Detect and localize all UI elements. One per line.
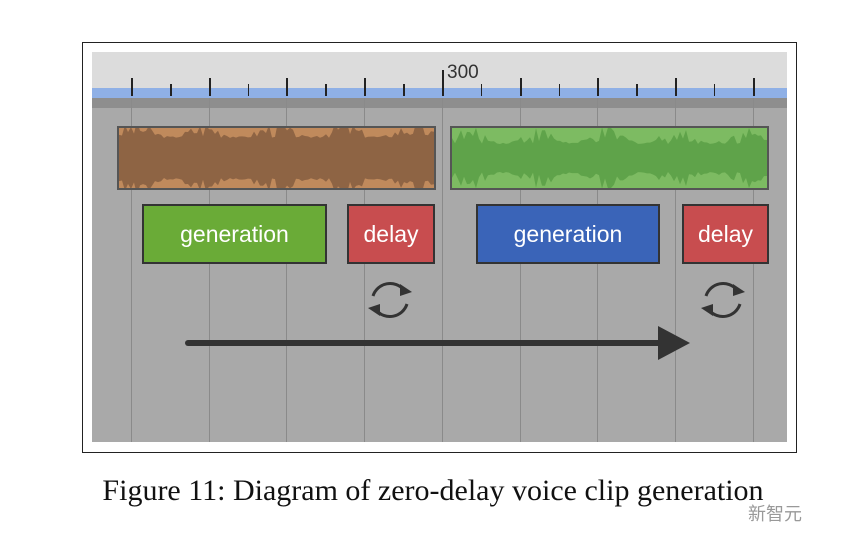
- waveform: [119, 128, 434, 188]
- next-clip[interactable]: [450, 126, 769, 190]
- grid-line: [286, 98, 288, 442]
- ruler-minor-tick: [325, 84, 327, 96]
- ruler-tick: [131, 78, 133, 96]
- ruler-minor-tick: [247, 84, 250, 96]
- generation-box-1: generation: [142, 204, 327, 264]
- ruler-tick: [597, 78, 600, 96]
- waveform: [452, 128, 767, 188]
- delay-box-1: delay: [347, 204, 435, 264]
- ruler-minor-tick: [170, 84, 172, 96]
- timeline-ruler: [92, 52, 787, 88]
- ruler-label: 300: [447, 62, 479, 83]
- grid-line: [597, 98, 599, 442]
- ruler-minor-tick: [713, 84, 716, 96]
- grid-line: [674, 98, 676, 442]
- ruler-tick: [286, 78, 289, 96]
- generation-box-2: generation: [476, 204, 660, 264]
- ruler-band: [92, 88, 787, 98]
- refresh-icon: [368, 282, 412, 318]
- ruler-tick: [208, 78, 211, 96]
- grid-line: [519, 98, 521, 442]
- ruler-minor-tick: [636, 84, 638, 96]
- grid-line: [752, 98, 754, 442]
- figure-caption: Figure 11: Diagram of zero-delay voice c…: [102, 474, 764, 507]
- timeline-panel: 300 generation delay generation delay: [92, 52, 787, 442]
- grid-line: [131, 98, 132, 442]
- previous-clip[interactable]: [117, 126, 436, 190]
- ruler-tick: [674, 78, 677, 96]
- watermark: 新智元: [748, 504, 802, 524]
- ruler-minor-tick: [480, 84, 483, 96]
- time-arrow: [185, 326, 690, 360]
- delay-box-2: delay: [682, 204, 769, 264]
- ruler-minor-tick: [558, 84, 560, 96]
- ruler-tick: [441, 70, 444, 96]
- ruler-minor-tick: [403, 84, 405, 96]
- ruler-tick: [364, 78, 367, 96]
- track-header-strip: [92, 98, 787, 108]
- refresh-icon: [701, 282, 745, 318]
- grid-line: [364, 98, 366, 442]
- grid-line: [441, 98, 443, 442]
- ruler-tick: [519, 78, 522, 96]
- grid-line: [208, 98, 210, 442]
- ruler-tick: [752, 78, 755, 96]
